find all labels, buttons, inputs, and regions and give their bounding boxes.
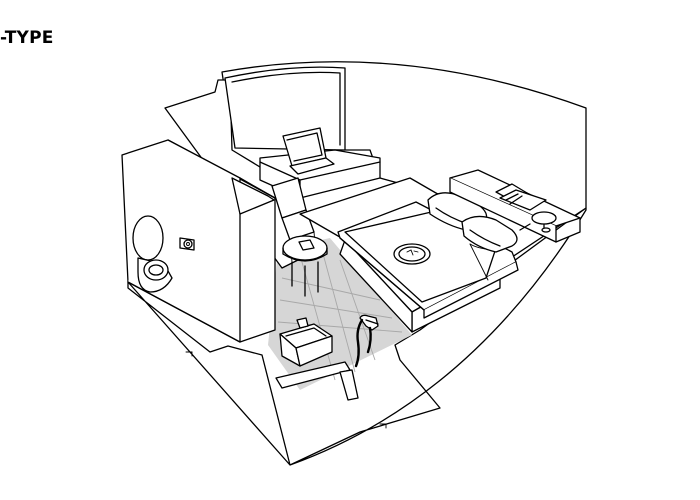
shower-icon: [354, 314, 379, 368]
sink-icon: [279, 317, 333, 367]
lamp-icon: [531, 211, 557, 233]
tray-icon: [393, 243, 431, 265]
toilet-icon: [132, 215, 173, 293]
room-type-title: -TYPE: [0, 28, 54, 48]
book-icon: [495, 183, 547, 211]
pillow-front: [461, 215, 518, 253]
floor-threshold: [185, 351, 387, 429]
monitor-icon: [282, 127, 335, 175]
floor-outline: [127, 207, 587, 466]
side-table: [282, 235, 328, 297]
toilet-paper-icon: [179, 237, 195, 251]
